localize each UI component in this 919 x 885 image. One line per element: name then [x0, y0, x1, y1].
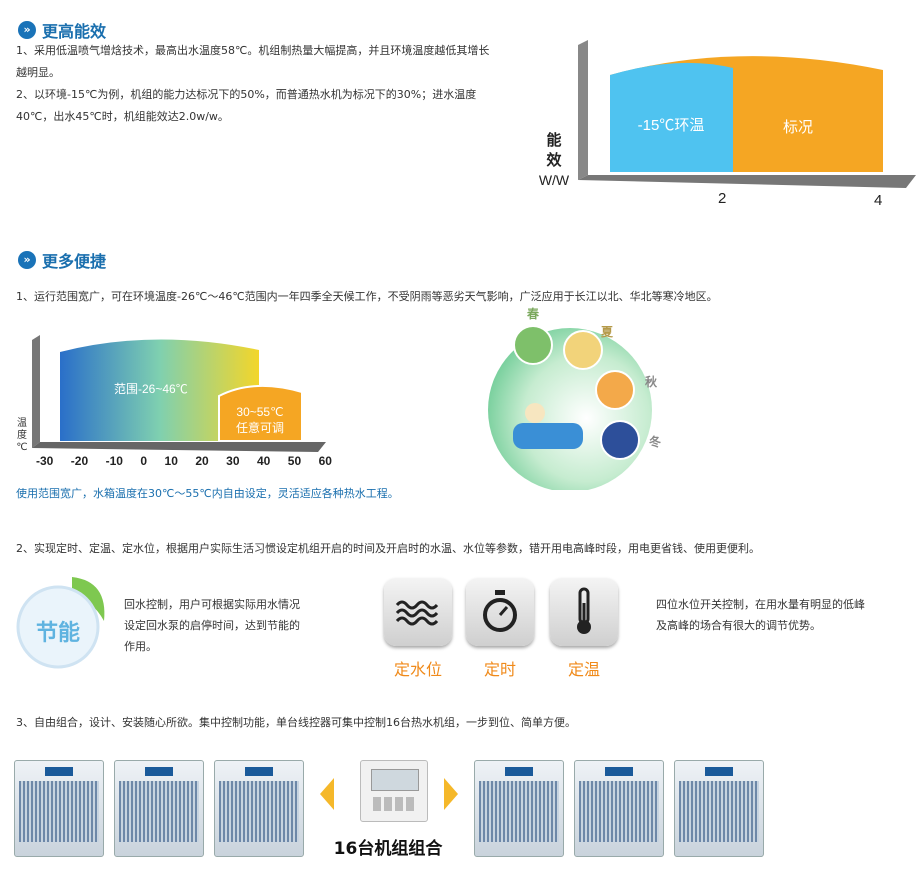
y-axis-label-line: 效 [546, 151, 562, 169]
range-caption: 使用范围宽广，水箱温度在30℃～55℃内自由设定，灵活适应各种热水工程。 [16, 487, 399, 500]
heat-pump-unit [574, 760, 664, 857]
water-temp-label: 30~55℃ 任意可调 [222, 404, 298, 436]
double-chevron-icon: » [18, 251, 36, 269]
x-tick: 40 [256, 454, 271, 468]
standard-label: 标况 [782, 119, 813, 136]
x-tick: -30 [36, 454, 54, 468]
combination-paragraph: 3、自由组合，设计、安装随心所欲。集中控制功能，单台线控器可集中控制16台热水机… [16, 716, 576, 729]
paragraph-line: 1、采用低温喷气增焓技术，最高出水温度58℃。机组制热量大幅提高，并且环境温度越… [16, 44, 490, 57]
y-axis-label-line: W/W [538, 172, 570, 188]
spring-bubble [513, 325, 553, 365]
range-y-label-line: 温 [17, 418, 27, 429]
thermometer-icon [577, 587, 591, 634]
section-title-text: 更高能效 [42, 22, 107, 41]
range-x-axis [32, 442, 326, 452]
section-title-text: 更多便捷 [42, 252, 107, 271]
control-paragraph: 2、实现定时、定温、定水位，根据用户实际生活习惯设定机组开启的时间及开启时的水温… [16, 542, 760, 555]
y-axis-label: 能 效 W/W [532, 130, 576, 190]
efficiency-paragraphs: 1、采用低温喷气增焓技术，最高出水温度58℃。机组制热量大幅提高，并且环境温度越… [16, 40, 556, 128]
x-tick: 30 [226, 454, 240, 468]
range-y-axis [32, 335, 40, 448]
heat-pump-unit [674, 760, 764, 857]
range-label: 范围-26~46℃ [114, 382, 188, 396]
controller-keys [373, 797, 415, 811]
timer-button[interactable] [466, 578, 534, 646]
x-tick: 0 [140, 454, 148, 468]
efficiency-chart: -15℃环温 标况 能 效 W/W 2 4 [528, 40, 918, 220]
x-tick: 50 [287, 454, 302, 468]
water-temp-area [218, 384, 303, 442]
water-level-button[interactable] [384, 578, 452, 646]
low-temp-region [610, 62, 733, 173]
text-line: 设定回水泵的启停时间，达到节能的 [124, 619, 300, 632]
x-axis-bar [578, 175, 916, 188]
text-line: 回水控制，用户可根据实际用水情况 [124, 598, 300, 611]
paragraph-line: 越明显。 [16, 66, 60, 79]
x-tick: 60 [318, 454, 332, 468]
x-tick: 20 [195, 454, 209, 468]
range-y-label-line: ℃ [16, 442, 28, 453]
text-line: 及高峰的场合有很大的调节优势。 [656, 619, 821, 632]
section-title-efficiency: » 更高能效 [18, 18, 106, 42]
return-water-text: 回水控制，用户可根据实际用水情况 设定回水泵的启停时间，达到节能的 作用。 [124, 594, 364, 657]
season-spring: 春 [527, 307, 540, 321]
combo-caption: 16台机组组合 [333, 839, 443, 859]
seasons-illustration: 春 夏 秋 冬 [465, 305, 675, 492]
energy-badge-svg [16, 577, 105, 669]
paragraph-line: 2、以环境-15℃为例，机组的能力达标况下的50%，而普通热水机为标况下的30%… [16, 88, 477, 101]
winter-bubble [600, 420, 640, 460]
temperature-label: 定温 [567, 660, 600, 679]
operating-range-area [60, 339, 259, 441]
text-line: 四位水位开关控制，在用水量有明显的低峰 [656, 598, 865, 611]
wired-controller [360, 760, 428, 822]
water-temp-label-line: 任意可调 [235, 421, 284, 435]
efficiency-chart-svg [578, 40, 916, 188]
controller-screen [371, 769, 419, 791]
x-tick: 10 [164, 454, 178, 468]
timer-label: 定时 [483, 660, 516, 679]
season-autumn: 秋 [645, 375, 658, 389]
range-paragraph: 1、运行范围宽广，可在环境温度-26℃～46℃范围内一年四季全天候工作，不受阴雨… [16, 290, 718, 303]
double-chevron-icon: » [18, 21, 36, 39]
temperature-button[interactable] [550, 578, 618, 646]
season-summer: 夏 [601, 325, 614, 339]
x-tick: -20 [70, 454, 89, 468]
heat-pump-unit [14, 760, 104, 857]
chevron-left-icon [320, 778, 334, 810]
heat-pump-unit [474, 760, 564, 857]
water-temp-label-line: 30~55℃ [236, 405, 284, 419]
section-title-convenience: » 更多便捷 [18, 248, 106, 272]
range-chart: 范围-26~46℃ 30~55℃ 任意可调 温 度 ℃ -30 -20 -10 … [14, 320, 334, 470]
y-axis-bar [578, 40, 588, 180]
paragraph-line: 40℃，出水45℃时，机组能效达2.0w/w。 [16, 110, 229, 123]
season-winter: 冬 [649, 435, 662, 449]
x-tick: -10 [105, 454, 123, 468]
bather [525, 403, 545, 423]
low-temp-label: -15℃环温 [637, 117, 705, 134]
chevron-right-icon [444, 778, 458, 810]
text-line: 作用。 [124, 640, 157, 653]
y-axis-label-line: 能 [546, 131, 562, 149]
water-level-label: 定水位 [393, 660, 442, 679]
seasons-svg [488, 325, 652, 492]
range-y-label-line: 度 [17, 430, 27, 441]
range-y-label: 温 度 ℃ [14, 418, 30, 454]
heat-pump-unit [214, 760, 304, 857]
autumn-bubble [595, 370, 635, 410]
energy-badge-text: 节能 [35, 621, 80, 646]
summer-bubble [563, 330, 603, 370]
x-tick: 4 [874, 192, 883, 209]
bathtub [513, 423, 583, 449]
range-x-ticks: -30 -20 -10 0 10 20 30 40 50 60 [36, 454, 332, 468]
water-wave-icon [395, 600, 439, 626]
badge-circle [16, 585, 100, 669]
stopwatch-icon [483, 590, 517, 632]
range-chart-svg [32, 335, 326, 452]
heat-pump-unit [114, 760, 204, 857]
energy-saving-badge: 节能 [12, 575, 108, 671]
water-switch-text: 四位水位开关控制，在用水量有明显的低峰 及高峰的场合有很大的调节优势。 [656, 594, 914, 636]
x-tick: 2 [718, 190, 727, 207]
